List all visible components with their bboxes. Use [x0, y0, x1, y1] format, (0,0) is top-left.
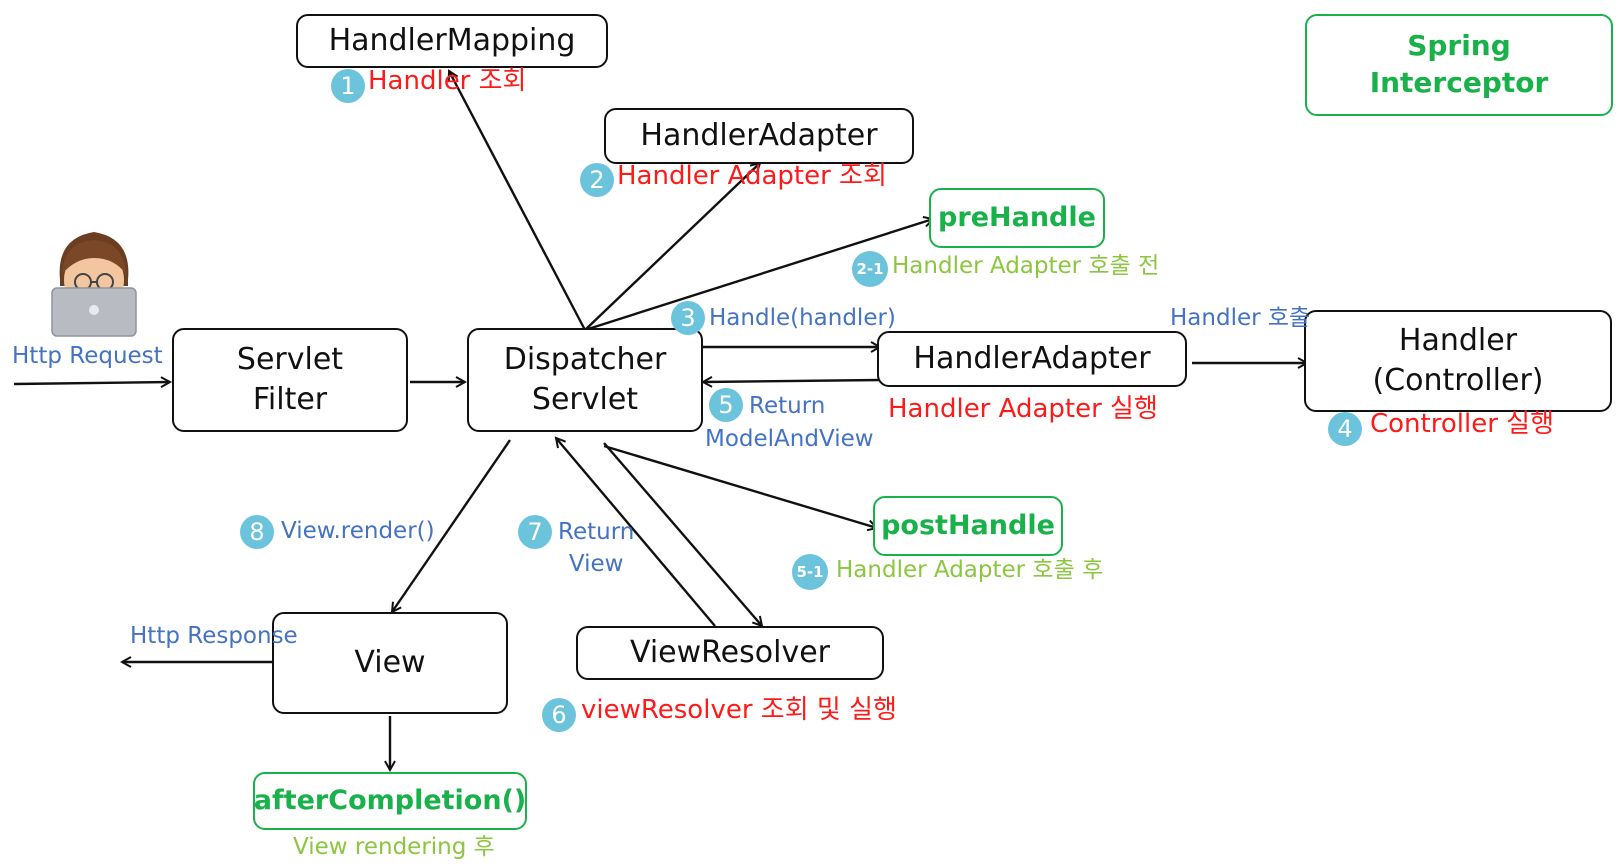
- handler-mapping-box: HandlerMapping: [296, 14, 608, 68]
- handler-adapter-mid-label: HandlerAdapter: [913, 341, 1151, 377]
- step-1-badge: 1: [331, 69, 365, 103]
- step-8-label: View.render(): [281, 518, 435, 544]
- dispatcher-servlet-line1: Dispatcher: [503, 342, 667, 378]
- handler-mapping-label: HandlerMapping: [328, 23, 576, 59]
- step-8-badge: 8: [240, 515, 274, 549]
- step-3-badge: 3: [671, 301, 705, 335]
- step-7-label-line2: View: [568, 551, 624, 577]
- arrow-to-handler-adapter-top: [584, 163, 760, 331]
- arrow-request-in: [13, 382, 170, 384]
- arrow-to-handler-mapping: [449, 71, 587, 331]
- developer-with-laptop-icon: [51, 232, 137, 337]
- spring-interceptor-line2: Interceptor: [1369, 66, 1549, 99]
- arrow-return-view: [556, 438, 716, 627]
- adapter-exec-label: Handler Adapter 실행: [888, 394, 1158, 424]
- http-request-label: Http Request: [12, 343, 163, 369]
- spring-interceptor-box: Spring Interceptor: [1305, 14, 1613, 116]
- view-box: View: [272, 612, 508, 714]
- step-5-badge: 5: [709, 388, 743, 422]
- handler-adapter-top-box: HandlerAdapter: [604, 108, 914, 164]
- step-5-label-line2: ModelAndView: [705, 426, 874, 452]
- step-5-label-line1: Return: [749, 393, 826, 419]
- step-1-label: Handler 조회: [368, 66, 527, 96]
- handler-controller-line2: (Controller): [1372, 363, 1544, 398]
- dispatcher-servlet-box: Dispatcher Servlet: [467, 328, 703, 432]
- arrow-return-modelandview: [703, 380, 881, 382]
- handler-adapter-top-label: HandlerAdapter: [640, 118, 878, 154]
- prehandle-box: preHandle: [929, 188, 1105, 248]
- handler-adapter-mid-box: HandlerAdapter: [877, 331, 1187, 387]
- spring-interceptor-line1: Spring: [1407, 29, 1511, 63]
- step-2-1-badge: 2-1: [852, 251, 888, 287]
- servlet-filter-box: Servlet Filter: [172, 328, 408, 432]
- step-3-label: Handle(handler): [709, 305, 896, 331]
- step-7-label-line1: Return: [558, 519, 635, 545]
- arrow-to-posthandle: [603, 444, 877, 528]
- prehandle-label: preHandle: [938, 202, 1096, 234]
- step-5-1-label: Handler Adapter 호출 후: [836, 557, 1104, 583]
- viewresolver-box: ViewResolver: [576, 626, 884, 680]
- step-6-label: viewResolver 조회 및 실행: [581, 695, 897, 725]
- handler-call-label: Handler 호출: [1170, 305, 1311, 331]
- step-5-label: Return ModelAndView: [705, 390, 874, 456]
- posthandle-box: postHandle: [873, 496, 1063, 556]
- handler-controller-line1: Handler: [1398, 323, 1518, 359]
- http-response-label: Http Response: [130, 623, 298, 649]
- aftercompletion-label: afterCompletion(): [253, 785, 527, 817]
- viewresolver-label: ViewResolver: [629, 635, 830, 671]
- step-2-1-label: Handler Adapter 호출 전: [892, 253, 1160, 279]
- arrow-view-render: [392, 439, 511, 612]
- step-7-badge: 7: [518, 515, 552, 549]
- handler-controller-box: Handler (Controller): [1304, 310, 1612, 412]
- aftercompletion-box: afterCompletion(): [253, 772, 527, 830]
- step-4-badge: 4: [1328, 412, 1362, 446]
- step-7-label: Return View: [558, 516, 634, 580]
- after-render-label: View rendering 후: [293, 834, 495, 860]
- arrow-to-viewresolver: [603, 442, 762, 626]
- posthandle-label: postHandle: [881, 510, 1055, 542]
- step-6-badge: 6: [542, 698, 576, 732]
- arrow-to-prehandle: [584, 219, 933, 332]
- step-5-1-badge: 5-1: [792, 554, 828, 590]
- view-label: View: [354, 645, 426, 681]
- servlet-filter-line2: Filter: [252, 382, 328, 417]
- step-2-label: Handler Adapter 조회: [617, 161, 887, 191]
- step-4-label: Controller 실행: [1370, 409, 1554, 439]
- servlet-filter-line1: Servlet: [236, 342, 344, 378]
- dispatcher-servlet-line2: Servlet: [531, 382, 639, 417]
- step-2-badge: 2: [580, 163, 614, 197]
